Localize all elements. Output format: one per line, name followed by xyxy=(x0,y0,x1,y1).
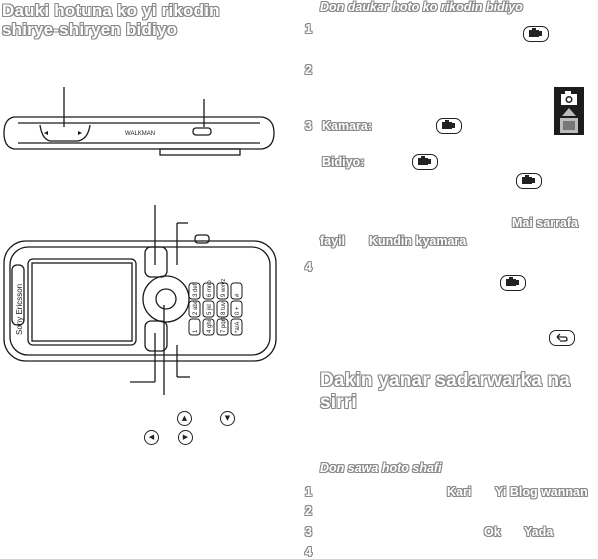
big-heading-blog: Dakin yanar sadarwarka na sirri xyxy=(320,370,571,413)
keypad-key-label: 2 abc xyxy=(193,300,199,315)
keypad-key xyxy=(188,300,201,318)
sub-heading-camera: Don daukar hoto ko rikodin bidiyo xyxy=(320,0,523,14)
menu-kari: Kari xyxy=(447,485,472,499)
nav-up-icon: ▲ xyxy=(177,411,192,426)
step-number-2: 2 xyxy=(305,63,312,77)
keypad-key-label: 1 xyxy=(193,329,199,333)
label-kamara: Kamara: xyxy=(322,119,373,133)
keypad-key xyxy=(216,300,229,318)
blog-step-number-4: 4 xyxy=(305,545,312,559)
keypad-key xyxy=(188,318,201,336)
keypad-key-label: 3 def xyxy=(193,283,199,297)
keypad-key xyxy=(202,300,215,318)
phone-front-illustration: Sony Ericsson 1 2 abc 3 def 4 ghi 5 jkl 6 mno… xyxy=(3,205,277,395)
camera-key-icon xyxy=(516,173,542,189)
camera-key-icon xyxy=(500,275,526,291)
blog-step-number-2: 2 xyxy=(305,504,312,518)
left-title-line1: Dauki hotuna ko yi rikodin xyxy=(2,1,220,20)
keypad-key xyxy=(230,300,243,318)
menu-ok: Ok xyxy=(484,525,501,539)
label-bidiyo: Bidiyo: xyxy=(322,155,365,169)
blog-step-number-1: 1 xyxy=(305,485,312,499)
camera-key-icon xyxy=(436,118,462,134)
keypad-key xyxy=(230,282,243,300)
camera-key-icon xyxy=(523,26,549,42)
keypad-key xyxy=(216,318,229,336)
keypad-key-label: 5 jkl xyxy=(207,304,213,315)
keypad-key xyxy=(188,282,201,300)
blog-step-number-3: 3 xyxy=(305,525,312,539)
menu-kundin-kyamara: Kundin kyamara xyxy=(369,234,467,248)
keypad-key xyxy=(202,282,215,300)
left-title-line2: shirye-shiryen bidiyo xyxy=(2,20,178,39)
nav-left-icon: ◀ xyxy=(144,430,159,445)
phone-side-walkman-text: WALKMAN xyxy=(125,131,155,137)
sub-heading-post-photo: Don sawa hoto shafi xyxy=(320,461,442,475)
keypad-key-label: 9 wxyz xyxy=(221,279,227,297)
camera-key-icon xyxy=(412,154,438,170)
keypad-key-label: 6 mno xyxy=(207,280,213,297)
keypad-key xyxy=(230,318,243,336)
keypad-key-label: 0 + xyxy=(235,306,241,315)
menu-fayil: fayil xyxy=(320,234,346,248)
keypad-key-label: *a/A xyxy=(235,322,241,333)
step-number-1: 1 xyxy=(305,22,312,36)
keypad-key xyxy=(202,318,215,336)
phone-brand-text: Sony Ericsson xyxy=(15,284,24,335)
left-title: Dauki hotuna ko yi rikodin shirye-shirye… xyxy=(2,1,220,39)
nav-right-icon: ▶ xyxy=(178,430,193,445)
keypad-key-label: 8 tuv xyxy=(221,302,227,315)
back-key-icon xyxy=(549,330,575,346)
menu-mai-sarrafa: Mai sarrafa xyxy=(512,216,579,230)
nav-down-icon: ▼ xyxy=(220,411,235,426)
menu-yi-blog: Yi Blog wannan xyxy=(495,485,588,499)
phone-side-illustration: WALKMAN xyxy=(3,87,275,156)
camera-video-mode-switch xyxy=(554,87,584,135)
step-number-3: 3 xyxy=(305,119,312,133)
menu-yada: Yada xyxy=(524,525,554,539)
keypad-key-label: # xyxy=(235,293,241,297)
keypad-key xyxy=(216,282,229,300)
keypad-key-label: 7 pqrs xyxy=(221,316,227,333)
keypad-key-label: 4 ghi xyxy=(207,320,213,333)
step-number-4: 4 xyxy=(305,260,312,274)
